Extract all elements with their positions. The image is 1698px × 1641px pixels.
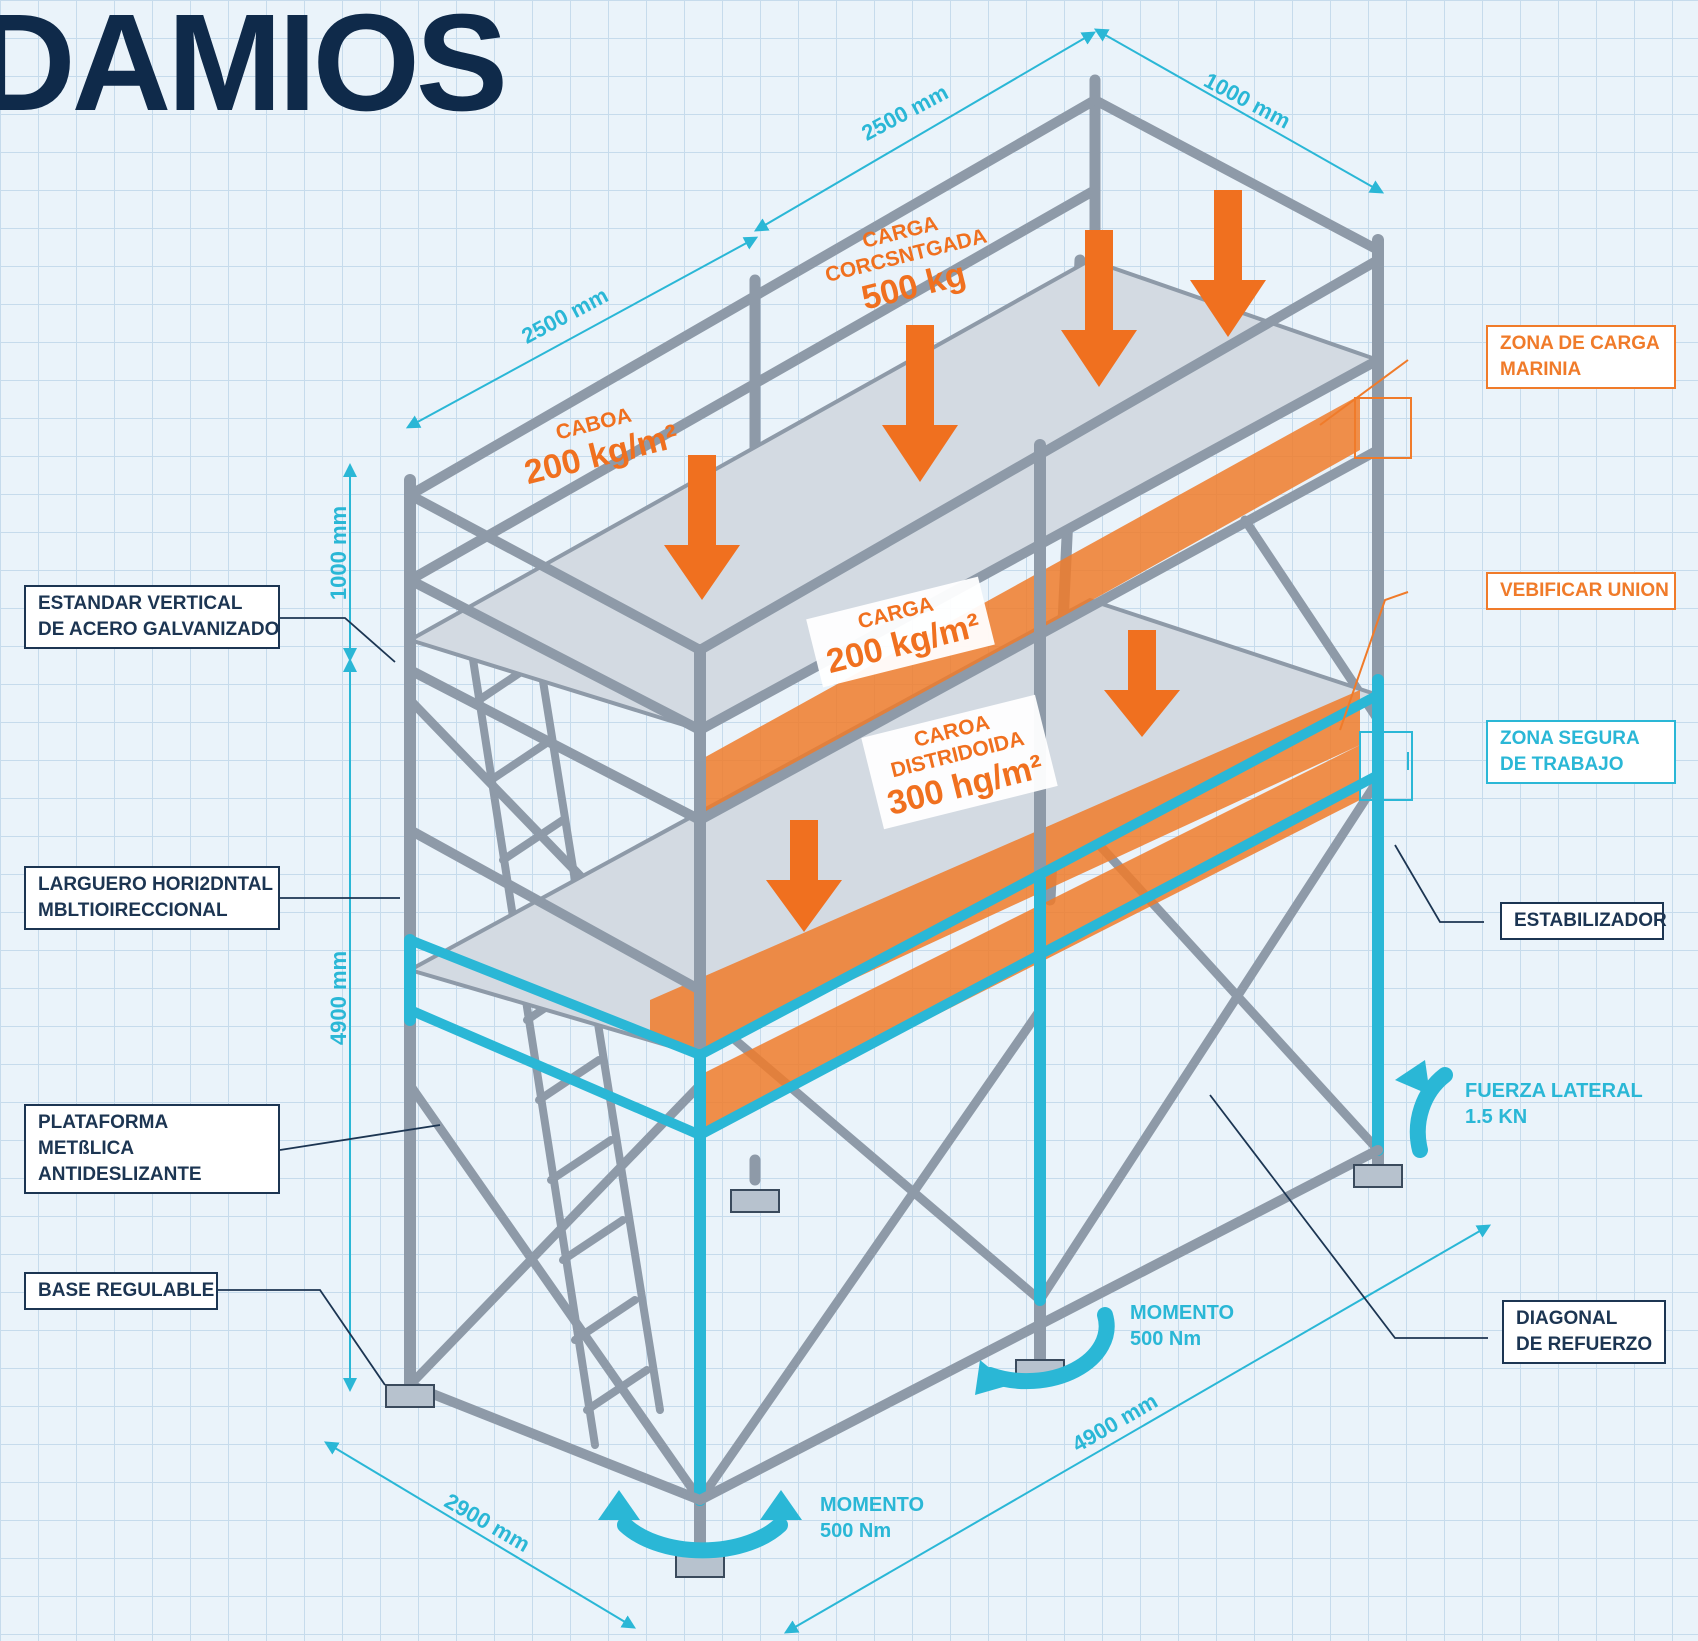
force-line: 500 Nm [1130,1328,1202,1350]
callout-platform: PLATAFORMA METßLICA ANTIDESLIZANTE [24,1104,280,1194]
force-line: 500 Nm [820,1520,892,1542]
lower-orange-zone [650,690,1360,1050]
force-moment-right-label: MOMENTO 500 Nm [1130,1300,1234,1352]
callout-line: DE REFUERZO [1516,1334,1653,1355]
callout-line: ESTABILIZADOR [1514,910,1667,931]
leader-lines-cyan [1359,731,1413,801]
page-title: DAMIOS [0,0,508,140]
callout-line: LARGUERO HORI2DNTAL [38,874,274,895]
callout-verify-joint: VEBIFICAR UNION [1486,572,1676,610]
callout-line: MBLTIOIRECCIONAL [38,900,228,921]
callout-stabilizer: ESTABILIZADOR [1500,902,1667,940]
callout-line: DE ACERO GALVANIZADO [38,619,280,640]
moment-arrowheads [598,1060,1430,1520]
leader-lines [218,617,1488,1386]
ledgers [405,95,1383,1505]
diagonal-braces [405,515,1383,1505]
callout-diagonal-brace: DIAGONAL DE REFUERZO [1502,1300,1666,1364]
callout-safe-zone: ZONA SEGURA DE TRABAJO [1486,720,1676,784]
callout-line: ZONA SEGURA [1500,728,1640,749]
callout-line: BASE REGULABLE [38,1280,215,1301]
callout-line: PLATAFORMA [38,1112,169,1133]
toe-board [700,745,1360,1135]
callout-line: ZONA DE CARGA [1500,333,1660,354]
dimension-lines [323,28,1492,1634]
callout-line: METßLICA [38,1138,135,1159]
force-line: MOMENTO [820,1494,925,1516]
force-moment-bottom-label: MOMENTO 500 Nm [820,1492,924,1544]
upper-orange-zone [700,395,1360,820]
force-lateral-label: FUERZA LATERAL 1.5 KN [1465,1078,1643,1130]
callout-vertical-standard: ESTANDAR VERTICAL DE ACERO GALVANIZADO [24,585,280,649]
force-line: FUERZA LATERAL [1465,1080,1643,1102]
callout-line: MARINIA [1500,359,1582,380]
force-line: 1.5 KN [1465,1106,1528,1128]
callout-load-zone: ZONA DE CARGA MARINIA [1486,325,1676,389]
cyan-ledgers [405,690,1383,1140]
standards [404,234,1384,1561]
callout-line: DIAGONAL [1516,1308,1618,1329]
force-line: MOMENTO [1130,1302,1235,1324]
callout-line: ANTIDESLIZANTE [38,1164,202,1185]
callout-line: VEBIFICAR UNION [1500,580,1669,601]
callout-line: ESTANDAR VERTICAL [38,593,243,614]
load-arrow-icon [664,190,1266,932]
moment-arrow-icon [617,1067,1453,1559]
dim-rail-height: 1000 mm [326,505,352,601]
leader-lines-orange [1319,359,1412,731]
callout-base: BASE REGULABLE [24,1272,218,1310]
callout-line: DE TRABAJO [1500,754,1624,775]
dim-total-height: 4900 mm [326,950,352,1046]
callout-horizontal-ledger: LARGUERO HORI2DNTAL MBLTIOIRECCIONAL [24,866,280,930]
